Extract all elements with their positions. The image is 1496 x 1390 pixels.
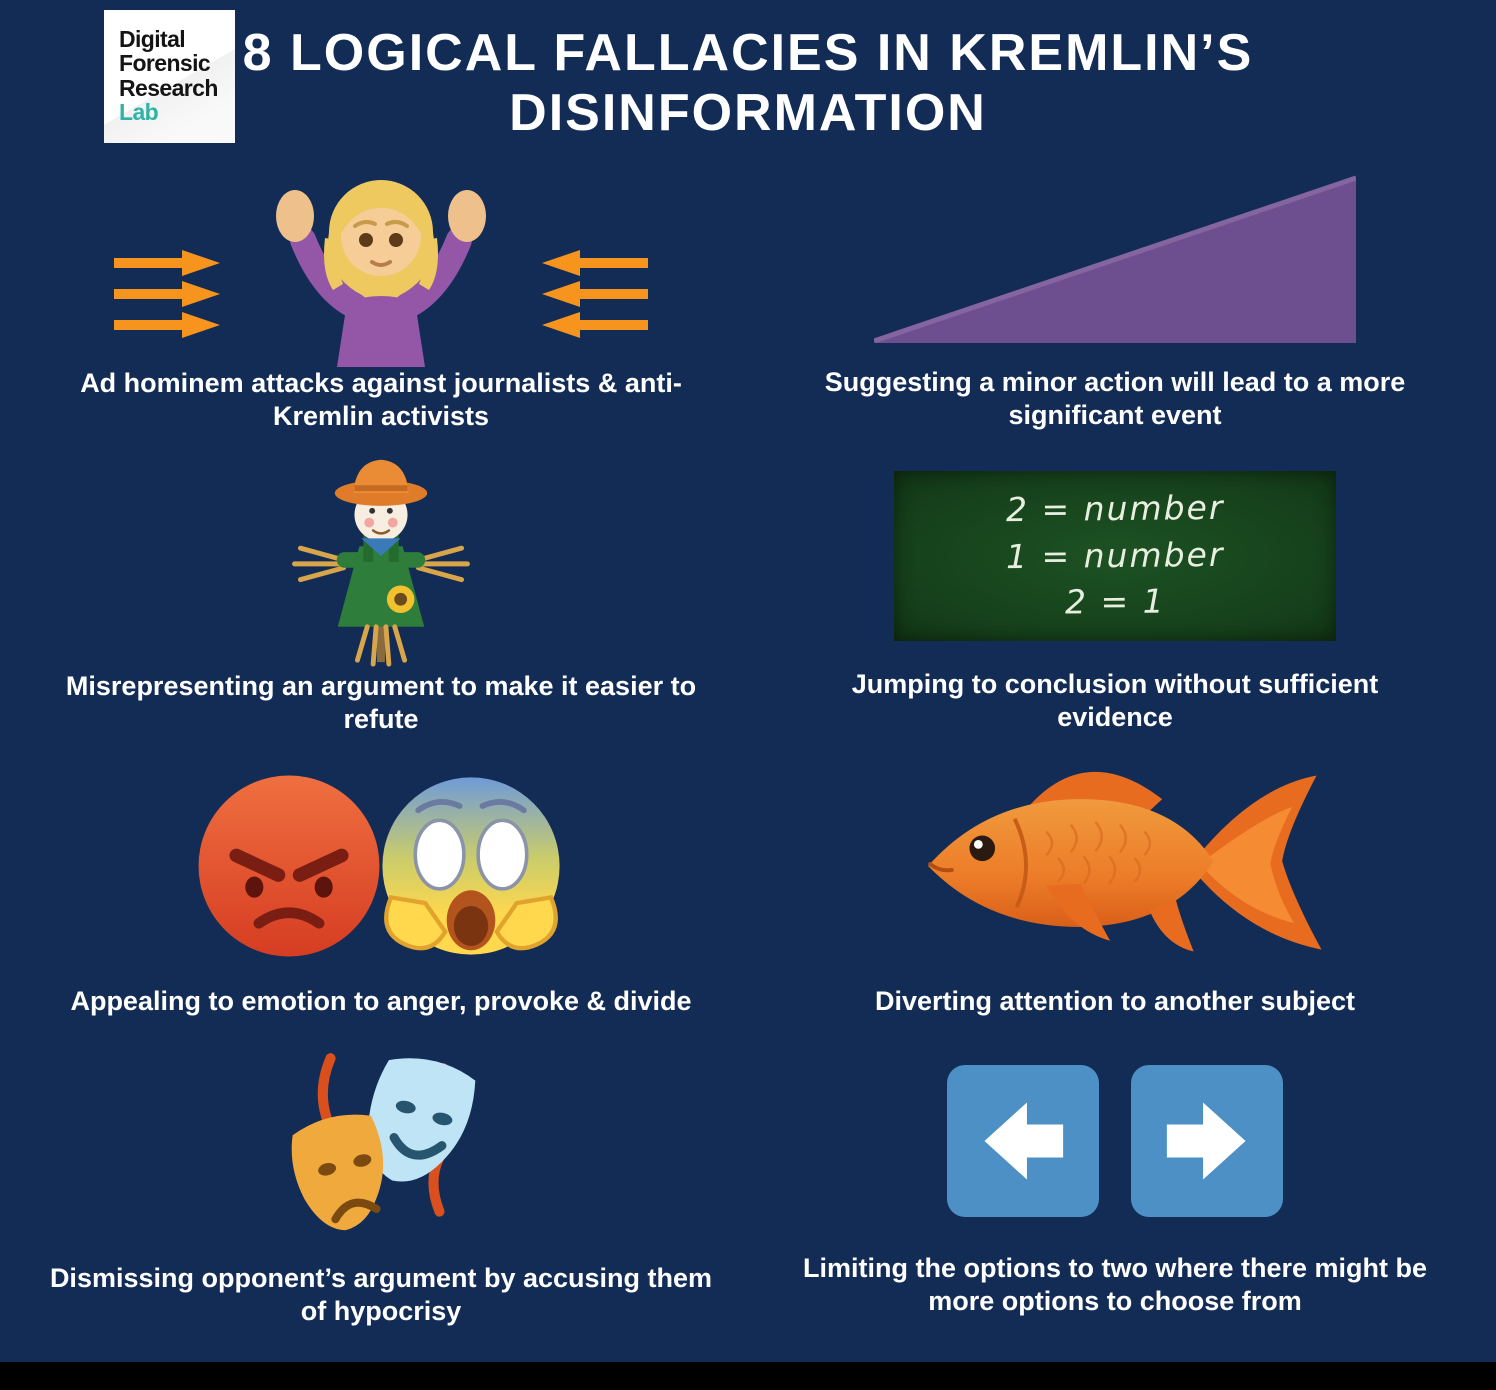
fallacy-caption-appeal-to-emotion: Appealing to emotion to anger, provoke &…: [70, 986, 692, 1017]
logo-line-lab: Lab: [119, 99, 159, 126]
fallacy-caption-jumping-to-conclusion: Jumping to conclusion without sufficient…: [851, 669, 1379, 733]
fallacy-caption-straw-man: Misrepresenting an argument to make it e…: [65, 671, 697, 734]
goldfish-icon: [928, 771, 1322, 952]
fallacy-ad-hominem: Ad hominem attacks against journalists &…: [14, 152, 748, 444]
logo-line-research: Research: [119, 74, 218, 101]
scarecrow-icon: [292, 459, 470, 667]
fallacy-straw-man: Misrepresenting an argument to make it e…: [14, 444, 748, 746]
dfrlab-logo: Digital Forensic Research Lab: [104, 10, 235, 143]
fallacy-caption-false-dilemma: Limiting the options to two where there …: [803, 1253, 1427, 1317]
goldfish-illustration: [748, 746, 1482, 985]
fallacy-slippery-slope: Suggesting a minor action will lead to a…: [748, 152, 1482, 444]
fallacy-jumping-to-conclusion: 2 = number 1 = number 2 = 1 Jumping to c…: [748, 444, 1482, 746]
right-option-button: [1131, 1065, 1283, 1218]
logo-line-digital: Digital: [119, 26, 186, 52]
fallacy-caption-slippery-slope: Suggesting a minor action will lead to a…: [824, 367, 1406, 431]
header: Digital Forensic Research Lab 8 LOGICAL …: [0, 0, 1496, 152]
left-arrows-icon: [542, 249, 648, 338]
fallacy-caption-whataboutism: Dismissing opponent’s argument by accusi…: [49, 1263, 713, 1326]
right-arrows-icon: [114, 249, 220, 338]
rising-slope-triangle-icon: [874, 175, 1356, 344]
fallacy-whataboutism: Dismissing opponent’s argument by accusi…: [14, 1030, 748, 1330]
footer-bar: [0, 1362, 1496, 1390]
logo-line-forensic: Forensic: [119, 50, 211, 77]
emotion-illustration: [14, 746, 748, 985]
scarecrow-illustration: [14, 444, 748, 670]
left-option-button: [947, 1065, 1099, 1218]
chalk-equation-line-3: 2 = 1: [1064, 581, 1166, 623]
fallacy-caption-red-herring: Diverting attention to another subject: [874, 986, 1356, 1017]
right-arrow-icon: [1166, 1102, 1246, 1180]
shrugging-woman-icon: [276, 180, 486, 367]
sunflower: [386, 585, 415, 614]
chalkboard-illustration: 2 = number 1 = number 2 = 1: [748, 444, 1482, 668]
fallacy-appeal-to-emotion: Appealing to emotion to anger, provoke &…: [14, 746, 748, 1030]
left-arrow-icon: [984, 1102, 1064, 1180]
fallacy-caption-ad-hominem: Ad hominem attacks against journalists &…: [80, 368, 682, 431]
fallacies-grid: Ad hominem attacks against journalists &…: [0, 152, 1496, 1362]
screaming-face-emoji-icon: [382, 776, 560, 955]
fallacy-false-dilemma: Limiting the options to two where there …: [748, 1030, 1482, 1330]
fallacy-red-herring: Diverting attention to another subject: [748, 746, 1482, 1030]
options-illustration: [748, 1030, 1482, 1252]
page-title: 8 LOGICAL FALLACIES IN KREMLIN’S DISINFO…: [242, 24, 1254, 142]
chalk-equation-line-1: 2 = number: [1005, 487, 1225, 529]
masks-illustration: [14, 1030, 748, 1262]
chalkboard: 2 = number 1 = number 2 = 1: [894, 471, 1336, 642]
theater-masks-icon: [291, 1053, 476, 1231]
ad-hominem-illustration: [14, 152, 748, 367]
angry-face-emoji-icon: [198, 775, 380, 956]
slope-illustration: [748, 152, 1482, 366]
chalk-equation-line-2: 1 = number: [1005, 534, 1225, 576]
